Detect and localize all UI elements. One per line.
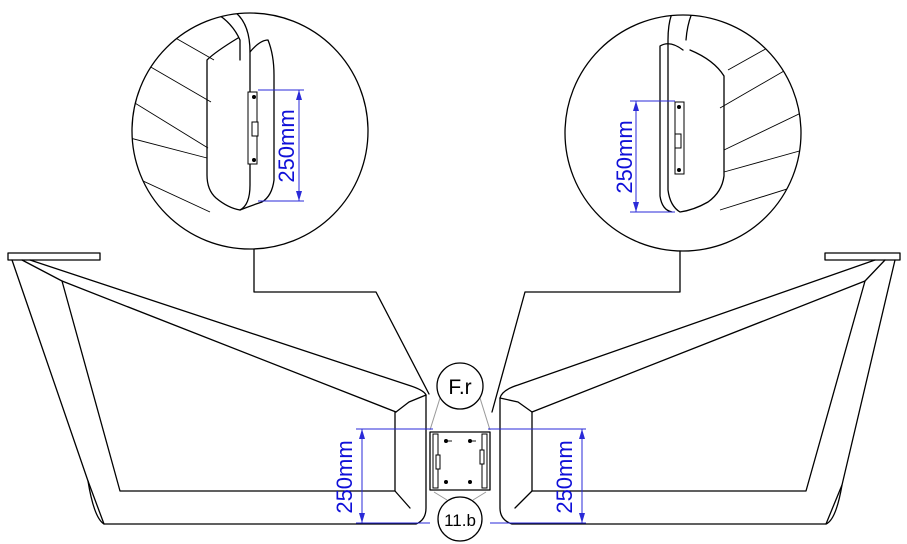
dimension-right-detail: 250mm (612, 100, 675, 213)
hinge-hardware-right-detail (674, 101, 685, 175)
leader-line-left (253, 248, 430, 395)
hinge-plate-center (429, 397, 491, 501)
dimension-label: 250mm (274, 109, 299, 182)
dimension-label: 250mm (552, 440, 577, 513)
cabinet-right (499, 252, 901, 525)
dimension-label: 250mm (612, 120, 637, 193)
cabinet-left (7, 252, 427, 525)
dimension-lower-right: 250mm (488, 428, 586, 524)
hinge-hardware-left-detail (247, 91, 259, 165)
detail-circle-right: 250mm (564, 14, 802, 252)
dimension-label: 250mm (332, 440, 357, 513)
callout-fr-label: F.r (448, 376, 471, 399)
detail-circle-left: 250mm (131, 12, 369, 250)
callout-fr: F.r (436, 362, 484, 410)
callout-11b-label: 11.b (444, 511, 476, 530)
dimension-lower-left: 250mm (332, 428, 433, 524)
dimension-left-detail: 250mm (258, 89, 304, 202)
callout-11b: 11.b (437, 496, 483, 542)
leader-line-right (491, 250, 681, 413)
